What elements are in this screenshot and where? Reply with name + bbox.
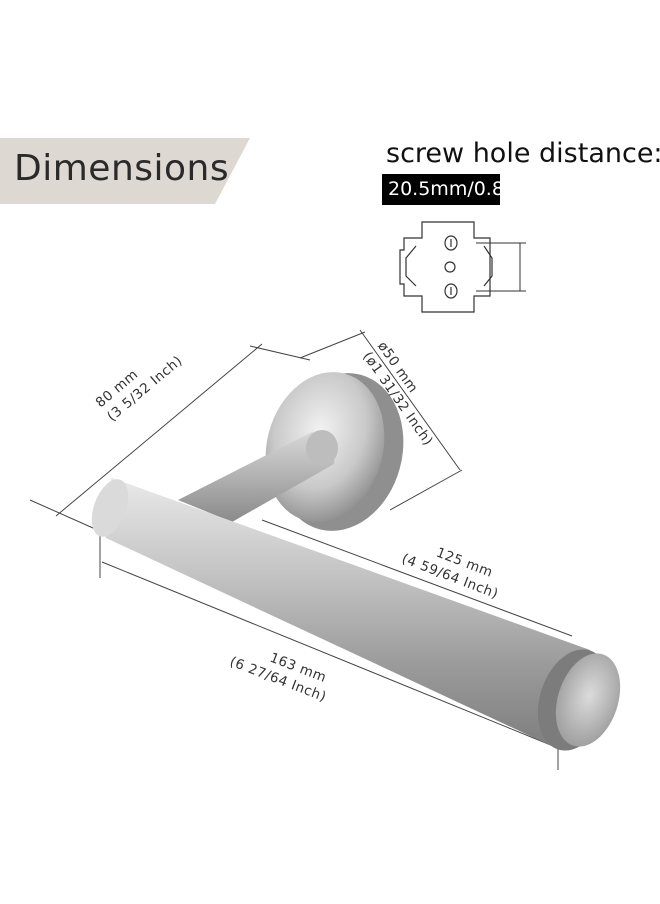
end-cap (537, 649, 621, 751)
mounting-plate-icon (399, 221, 526, 313)
holder-bar (91, 478, 590, 748)
support-arm (178, 430, 338, 522)
dimension-lines (29, 329, 573, 770)
screw-hole-title: screw hole distance: (386, 138, 660, 169)
screw-value-box (382, 174, 500, 205)
dimensions-banner (0, 138, 250, 204)
dimensions-title: Dimensions (14, 148, 230, 189)
screw-hole-value: 20.5mm/0.8" (388, 178, 513, 200)
